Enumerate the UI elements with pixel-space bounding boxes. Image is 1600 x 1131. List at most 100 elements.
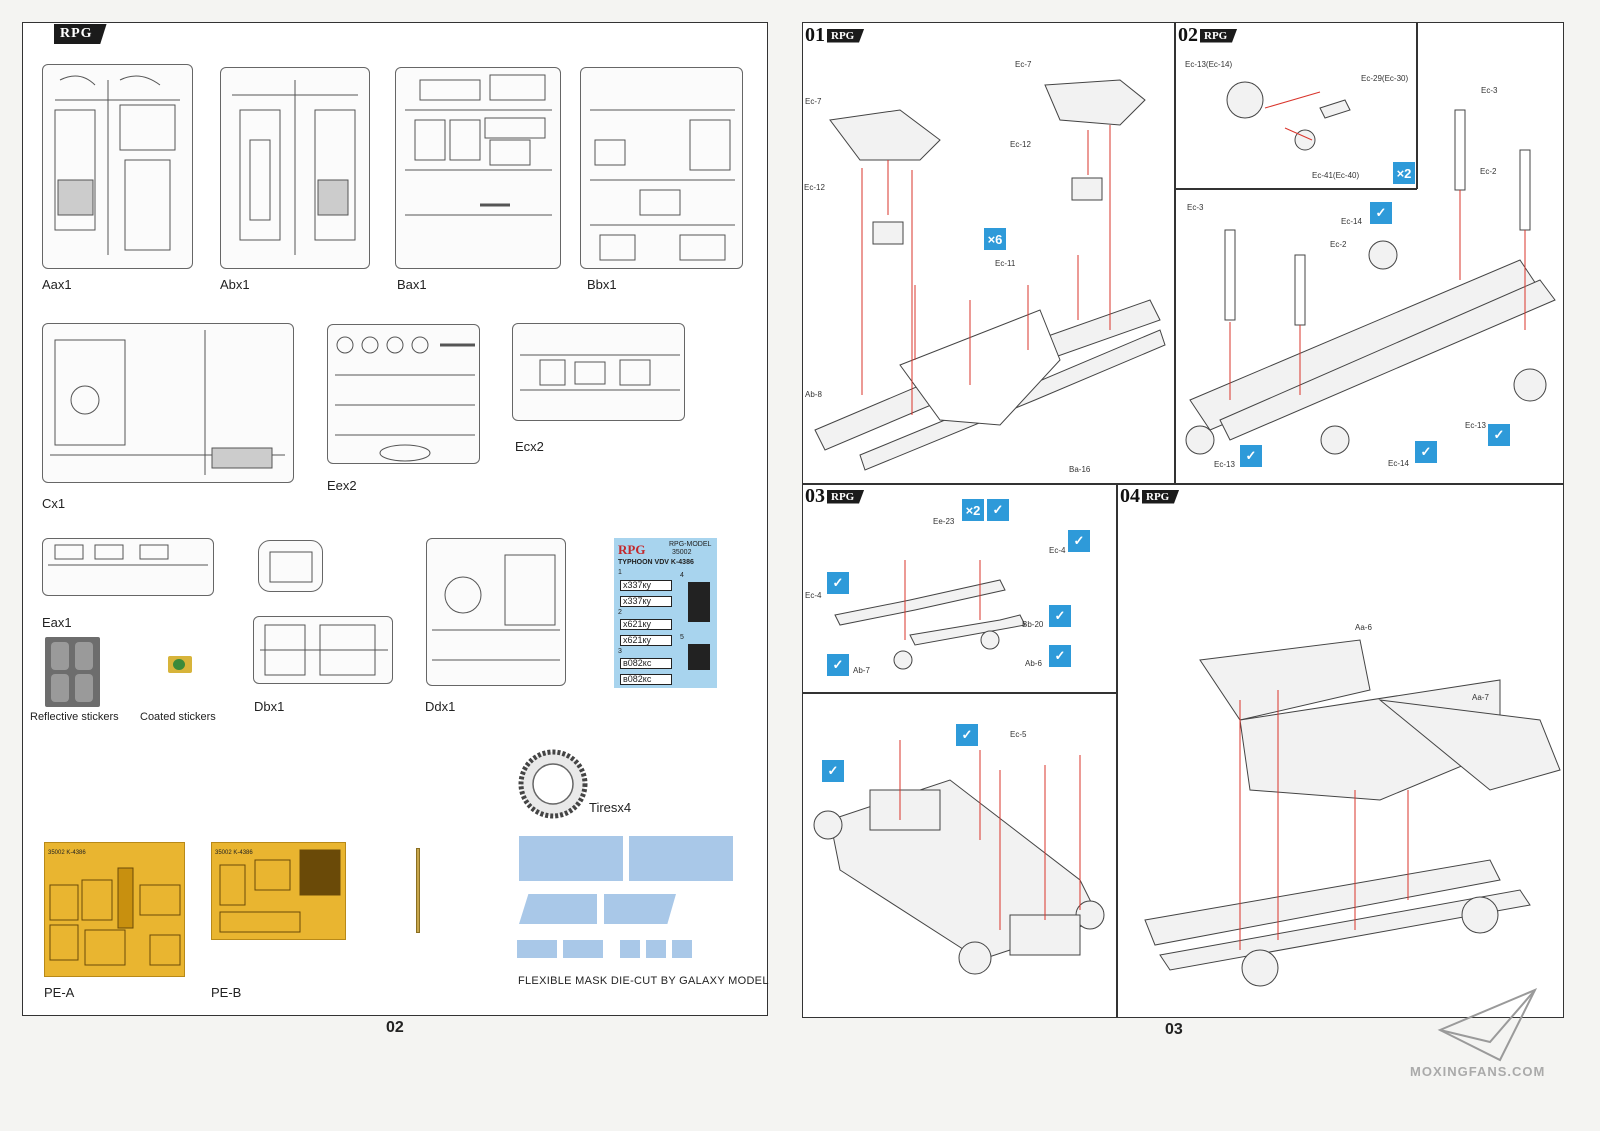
reflective-stickers-sheet xyxy=(45,637,100,707)
part-label: Ec-13 xyxy=(1214,460,1235,469)
decal-plate: x621ку xyxy=(620,619,672,630)
page-number-right: 03 xyxy=(1165,1021,1183,1038)
part-label: Ab-6 xyxy=(1025,659,1042,668)
step-brand: RPG xyxy=(1142,489,1180,504)
coated-stickers-label: Coated stickers xyxy=(140,711,216,723)
step-header-01: 01 RPG xyxy=(805,24,865,47)
left-page: RPG Aax1 Abx1 Bax1 B xyxy=(22,22,769,1036)
mirror-check-icon: ✓ xyxy=(827,572,849,594)
sprue-label-aa: Aax1 xyxy=(42,277,72,292)
mask-piece xyxy=(519,836,623,881)
decal-title: TYPHOON VDV K-4386 xyxy=(618,559,694,566)
mask-piece xyxy=(604,894,676,924)
sprue-ea xyxy=(42,538,214,596)
decal-plate: в082кс xyxy=(620,674,672,685)
part-label: Ec-4 xyxy=(1049,546,1066,555)
sprue-label-ee: Eex2 xyxy=(327,478,357,493)
part-label: Ec-5 xyxy=(1010,730,1027,739)
pe-label-b: PE-B xyxy=(211,985,242,1000)
decal-marker: 3 xyxy=(618,648,622,655)
part-label: Ec-3 xyxy=(1481,86,1498,95)
mask-caption: FLEXIBLE MASK DIE-CUT BY GALAXY MODEL xyxy=(518,975,769,987)
sprue-parts-row1 xyxy=(54,74,735,261)
decal-sheet: RPG RPG-MODEL 35002 TYPHOON VDV K-4386 x… xyxy=(614,538,717,688)
sprue-label-db: Dbx1 xyxy=(254,699,285,714)
decal-dark-panel xyxy=(688,644,710,670)
mask-piece xyxy=(672,940,692,958)
mirror-check-icon: ✓ xyxy=(1415,441,1437,463)
mirror-check-icon: ✓ xyxy=(1488,424,1510,446)
sprue-dd xyxy=(426,538,566,686)
tires-label: Tiresx4 xyxy=(589,800,632,815)
divider xyxy=(1174,188,1417,190)
decal-marker: 4 xyxy=(680,572,684,579)
mask-piece xyxy=(646,940,666,958)
step-brand: RPG xyxy=(827,28,865,43)
multiplier-badge: ×6 xyxy=(984,228,1006,250)
decal-plate: x337ку xyxy=(620,580,672,591)
mask-piece xyxy=(629,836,733,881)
sprue-label-bb: Bbx1 xyxy=(587,277,617,292)
divider xyxy=(1116,483,1118,1018)
decal-code: 35002 xyxy=(672,549,692,556)
tire-icon xyxy=(518,749,588,819)
mirror-check-icon: ✓ xyxy=(1049,605,1071,627)
right-page: 01 RPG 02 RPG 03 RPG 04 RPG xyxy=(800,0,1600,1131)
divider xyxy=(802,692,1117,694)
decal-marker: 5 xyxy=(680,634,684,641)
sprue-label-ea: Eax1 xyxy=(42,615,72,630)
reflective-stickers-label: Reflective stickers xyxy=(30,711,119,723)
decal-dark-panel xyxy=(688,582,710,622)
part-label: Ab-7 xyxy=(853,666,870,675)
page-number-left: 02 xyxy=(386,1019,404,1036)
divider xyxy=(1174,22,1176,484)
mirror-check-icon: ✓ xyxy=(1240,445,1262,467)
part-label: Ec-14 xyxy=(1341,217,1362,226)
decal-plate: в082кс xyxy=(620,658,672,669)
mirror-check-icon: ✓ xyxy=(1068,530,1090,552)
part-label: Ec-4 xyxy=(805,591,822,600)
part-label: Bb-20 xyxy=(1022,620,1044,629)
part-label: Ec-2 xyxy=(1480,167,1497,176)
divider xyxy=(802,483,1564,485)
multiplier-badge: ×2 xyxy=(1393,162,1415,184)
mask-piece xyxy=(517,940,557,958)
multiplier-badge: ×2 xyxy=(962,499,984,521)
decal-marker: 2 xyxy=(618,609,622,616)
sprue-label-ab: Abx1 xyxy=(220,277,250,292)
decal-model-line: RPG-MODEL xyxy=(669,541,712,548)
part-label: Ec-13(Ec-14) xyxy=(1185,60,1233,69)
decal-plate: x337ку xyxy=(620,596,672,607)
pe-sheet-details xyxy=(49,849,341,966)
part-label: Ec-12 xyxy=(804,183,825,192)
sprue-parts-row2 xyxy=(50,330,680,475)
step-drawings xyxy=(813,79,1561,987)
paper-plane-logo-icon xyxy=(1437,988,1538,1062)
part-label: Aa-7 xyxy=(1472,693,1489,702)
pe-a-header: 35002 K-4386 xyxy=(48,850,86,856)
sprue-ee xyxy=(327,324,480,464)
sprue-label-ec: Ecx2 xyxy=(515,439,544,454)
sprue-ec xyxy=(512,323,685,421)
sprue-parts-row3 xyxy=(48,544,560,676)
step-number: 03 xyxy=(805,485,825,507)
sprue-label-dd: Ddx1 xyxy=(425,699,456,714)
mask-piece xyxy=(620,940,640,958)
step-brand: RPG xyxy=(1200,28,1238,43)
part-label: Ba-16 xyxy=(1069,465,1091,474)
mirror-check-icon: ✓ xyxy=(822,760,844,782)
mirror-check-icon: ✓ xyxy=(987,499,1009,521)
part-label: Ee-23 xyxy=(933,517,955,526)
sprue-ba xyxy=(395,67,561,269)
mirror-check-icon: ✓ xyxy=(827,654,849,676)
watermark-text: MOXINGFANS.COM xyxy=(1410,1064,1546,1079)
sprue-part-hood xyxy=(258,540,323,592)
pe-label-a: PE-A xyxy=(44,985,75,1000)
step-header-04: 04 RPG xyxy=(1120,485,1180,508)
mirror-check-icon: ✓ xyxy=(1370,202,1392,224)
part-label: Ec-41(Ec-40) xyxy=(1312,171,1360,180)
decal-marker: 1 xyxy=(618,569,622,576)
sprue-label-ba: Bax1 xyxy=(397,277,427,292)
part-label: Ec-11 xyxy=(995,259,1016,268)
brass-rod xyxy=(416,848,420,933)
